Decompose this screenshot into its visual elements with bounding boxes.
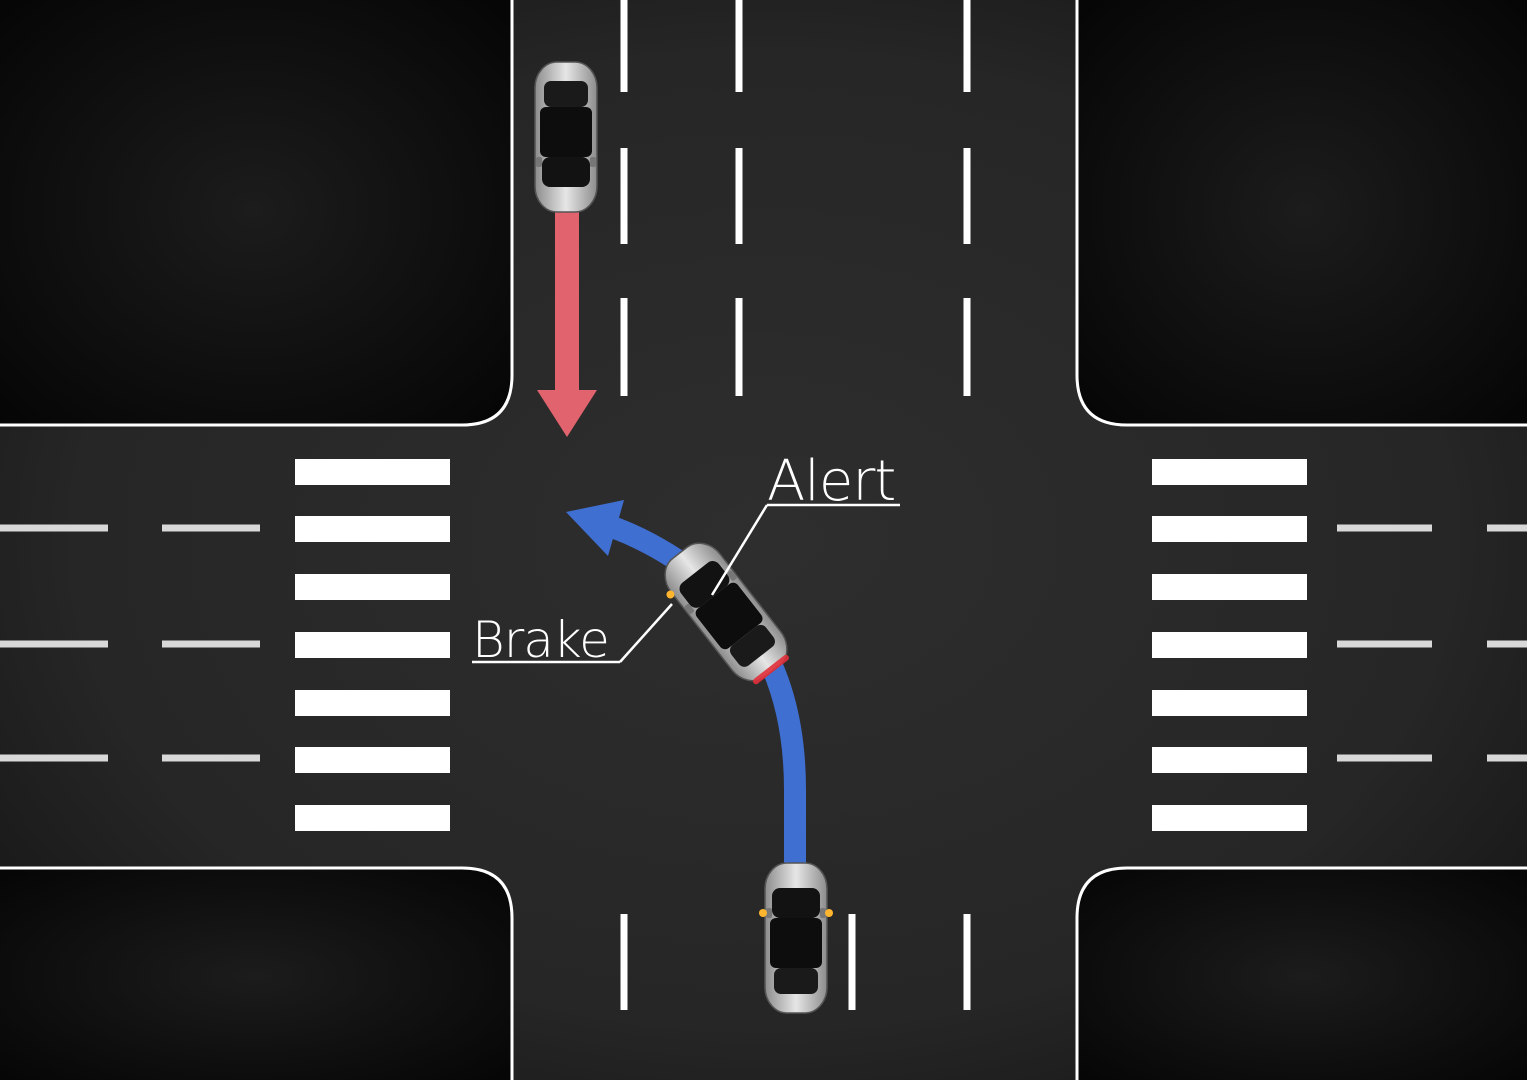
brake-label: Brake xyxy=(472,611,609,669)
right-lane-markings xyxy=(1337,524,1527,762)
corner-block-bottom-left xyxy=(0,866,514,1080)
corner-block-top-right xyxy=(1075,0,1527,427)
alert-callout xyxy=(710,503,900,596)
left-lane-markings xyxy=(0,524,260,762)
brake-callout xyxy=(472,603,673,664)
oncoming-path-arrow xyxy=(537,212,597,437)
top-lane-markings xyxy=(620,0,971,396)
turning-car xyxy=(654,533,798,691)
bottom-lane-markings xyxy=(620,914,971,1010)
crosswalk-left xyxy=(295,459,450,831)
oncoming-car xyxy=(534,61,598,213)
alert-label: Alert xyxy=(767,449,895,514)
crosswalk-right xyxy=(1152,459,1307,831)
arrow-down-icon xyxy=(555,212,579,392)
arrow-left-turn-icon xyxy=(566,500,624,556)
waiting-car xyxy=(759,862,833,1014)
corner-block-top-left xyxy=(0,0,514,427)
corner-block-bottom-right xyxy=(1075,866,1527,1080)
